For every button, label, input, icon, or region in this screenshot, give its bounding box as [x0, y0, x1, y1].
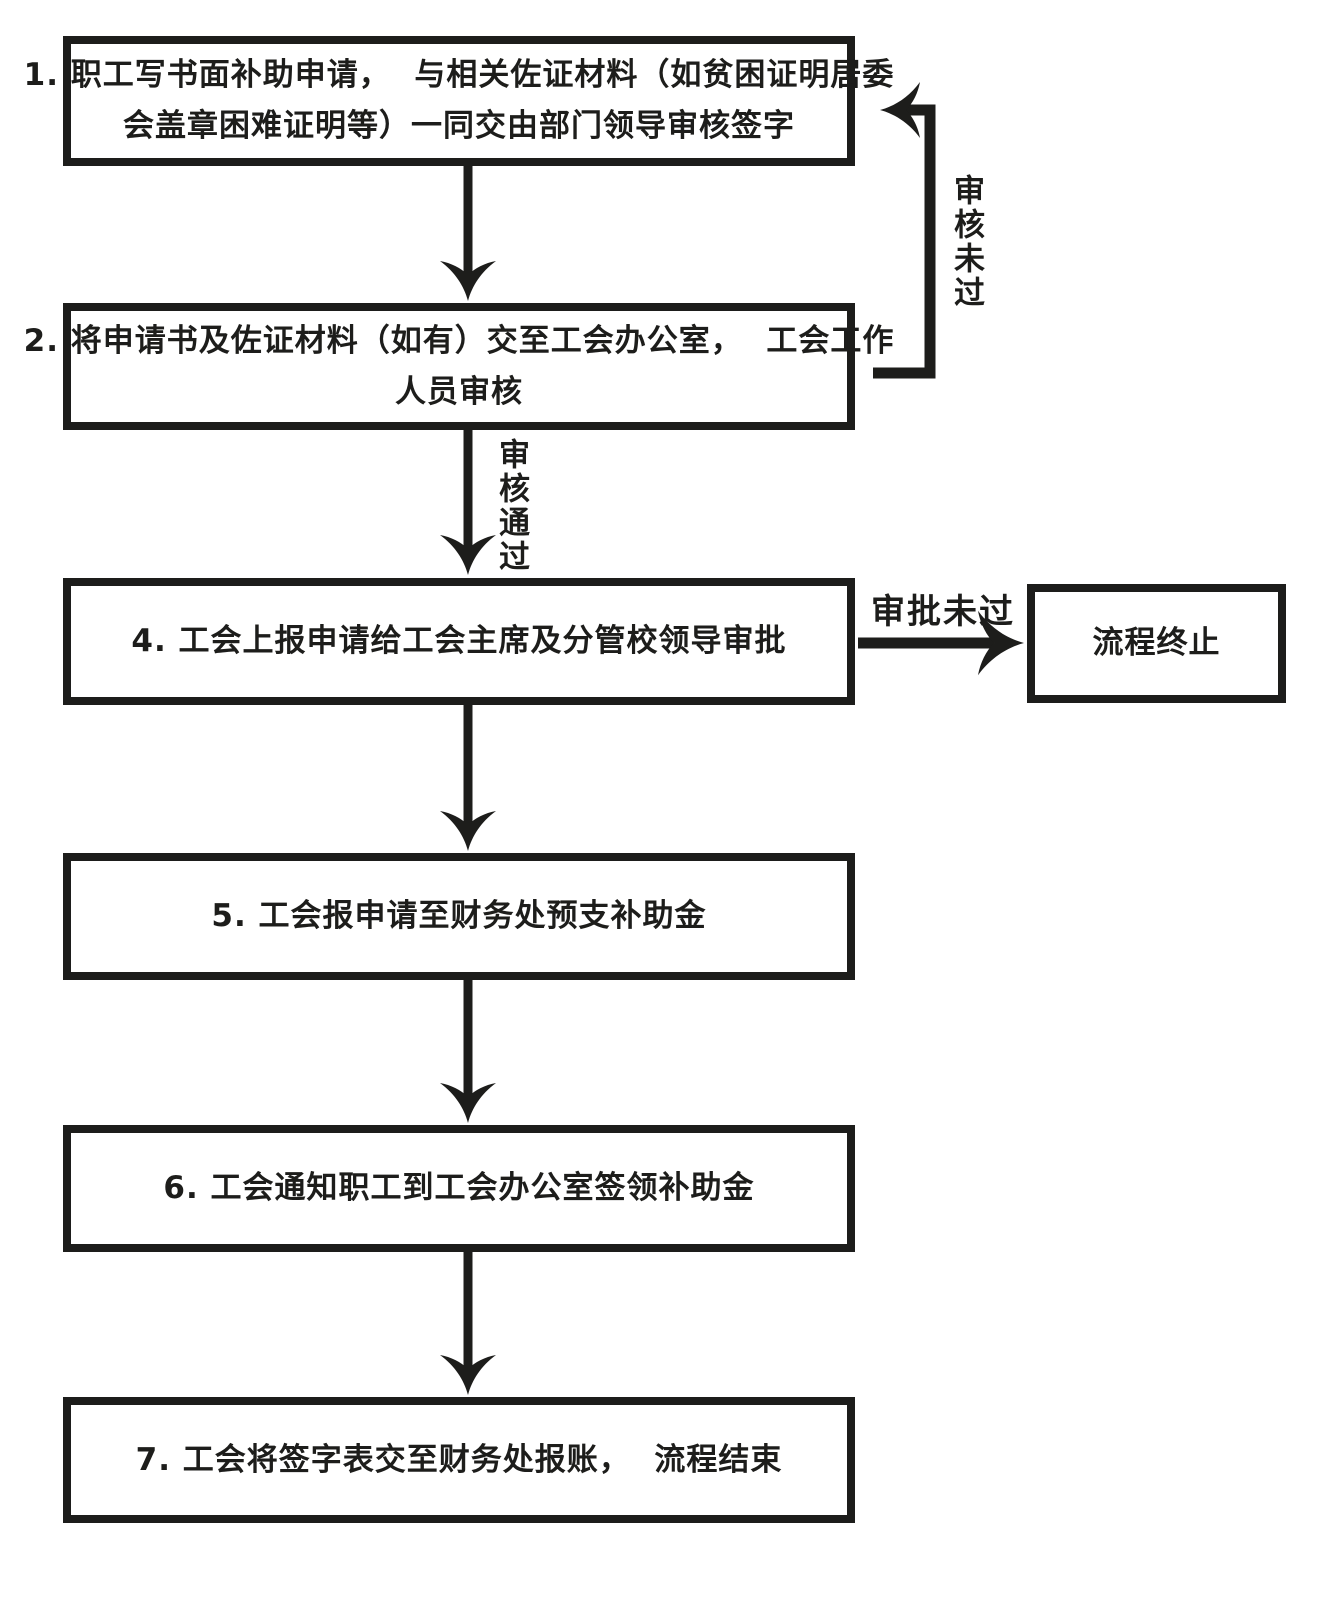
step-1-box: 1. 职工写书面补助申请， 与相关佐证材料（如贫困证明居委 会盖章困难证明等）一… [24, 36, 893, 166]
step-1-text-line-1: 1. 职工写书面补助申请， 与相关佐证材料（如贫困证明居委 [23, 57, 895, 93]
step-5-box: 5. 工会报申请至财务处预支补助金 [63, 853, 855, 980]
step-2-box: 2. 将申请书及佐证材料（如有）交至工会办公室， 工会工作 人员审核 [24, 303, 893, 430]
arrow-step4-to-step5-icon [440, 701, 496, 851]
step-6-text: 6. 工会通知职工到工会办公室签领补助金 [163, 1170, 755, 1206]
step-1-text-line-2: 会盖章困难证明等）一同交由部门领导审核签字 [123, 108, 795, 144]
arrow-step2-to-step4-icon [440, 430, 496, 575]
step-6-box: 6. 工会通知职工到工会办公室签领补助金 [63, 1125, 855, 1252]
step-4-text: 4. 工会上报申请给工会主席及分管校领导审批 [131, 623, 787, 659]
edge-label-approval-failed: 审批未过 [871, 592, 1015, 632]
arrow-step5-to-step6-icon [440, 976, 496, 1123]
arrow-step1-to-step2-icon [440, 162, 496, 301]
step-2-text-line-2: 人员审核 [395, 373, 523, 410]
step-2-text-line-1: 2. 将申请书及佐证材料（如有）交至工会办公室， 工会工作 [23, 322, 895, 359]
step-7-text: 7. 工会将签字表交至财务处报账， 流程结束 [135, 1441, 783, 1478]
step-4-box: 4. 工会上报申请给工会主席及分管校领导审批 [63, 578, 855, 705]
step-7-box: 7. 工会将签字表交至财务处报账， 流程结束 [63, 1397, 855, 1523]
arrow-step6-to-step7-icon [440, 1248, 496, 1395]
edge-label-review-passed: 审核通过 [493, 438, 529, 574]
step-5-text: 5. 工会报申请至财务处预支补助金 [211, 898, 707, 934]
edge-label-review-failed: 审核未过 [948, 174, 984, 310]
terminate-box: 流程终止 [1027, 584, 1286, 703]
terminate-text: 流程终止 [1092, 625, 1221, 661]
